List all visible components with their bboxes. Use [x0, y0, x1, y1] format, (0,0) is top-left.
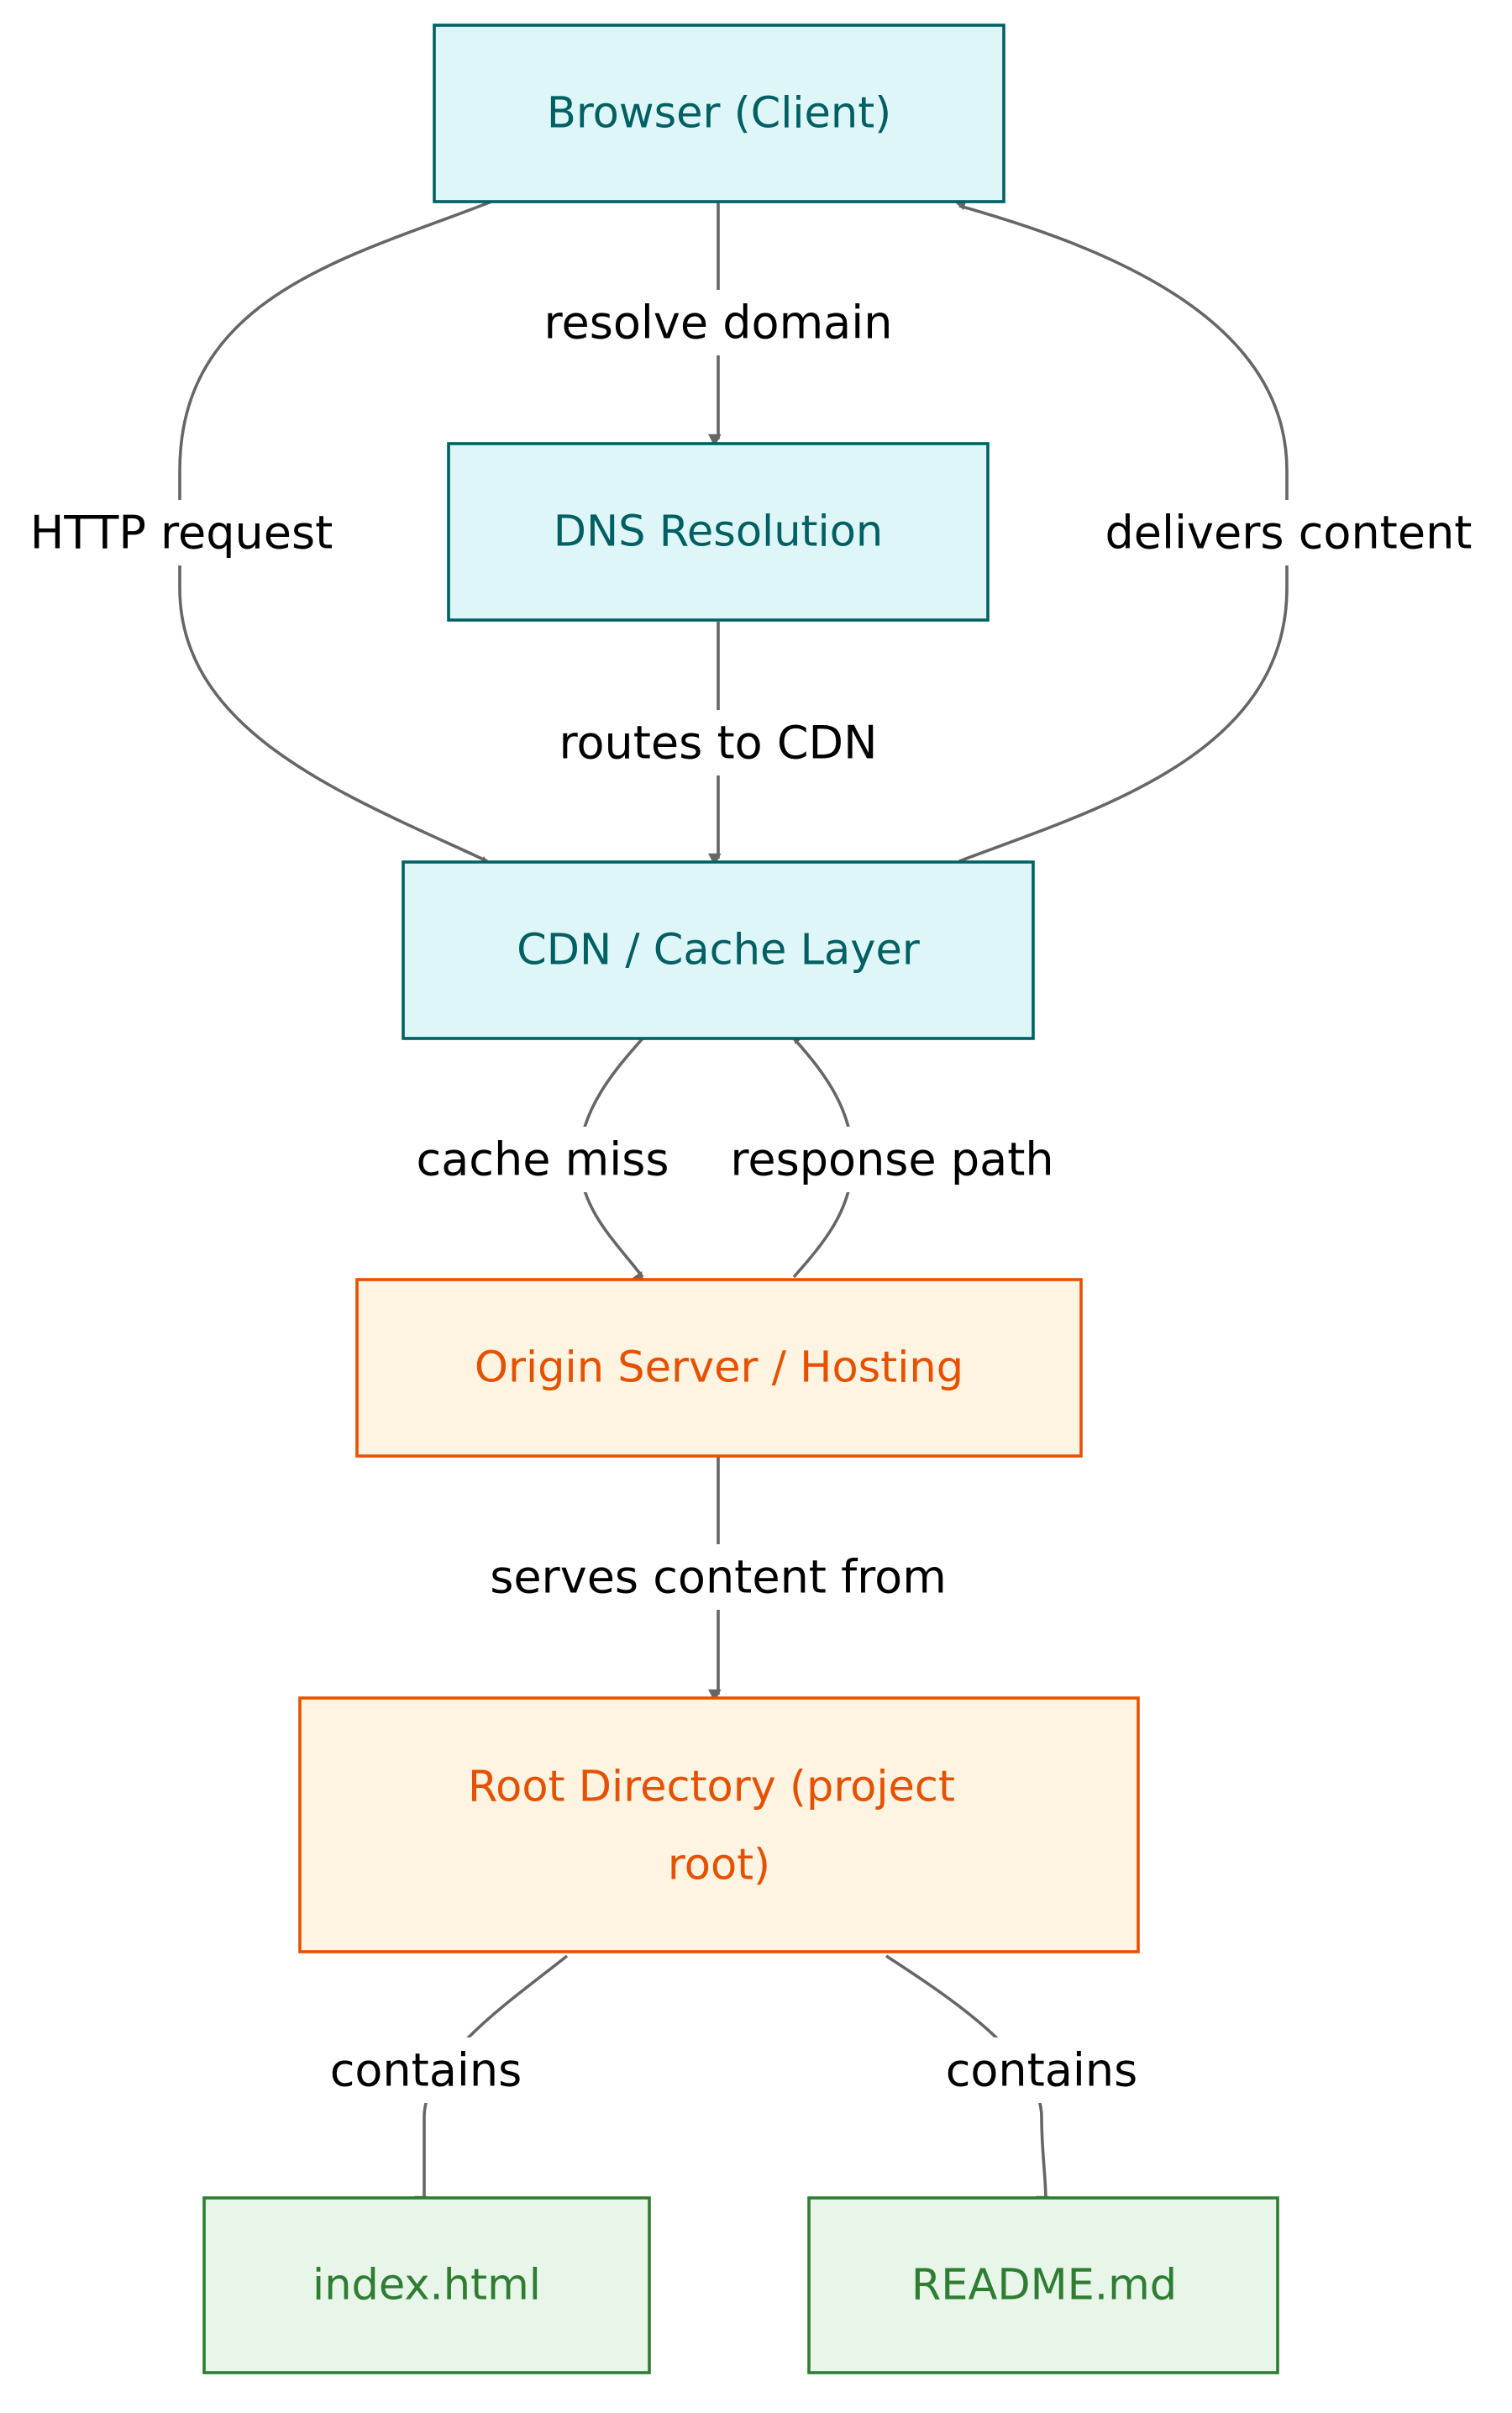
- node-readme-md[interactable]: README.md: [807, 2196, 1279, 2374]
- node-origin[interactable]: Origin Server / Hosting: [355, 1278, 1083, 1458]
- edge-label-response-path: response path: [727, 1127, 1054, 1192]
- node-index-html-box: [202, 2196, 651, 2374]
- node-cdn[interactable]: CDN / Cache Layer: [402, 860, 1035, 1040]
- edge-label-contains-readme-text: contains: [946, 2044, 1138, 2097]
- edge-labels: HTTP request resolve domain delivers con…: [18, 290, 1487, 2103]
- node-dns[interactable]: DNS Resolution: [447, 442, 990, 622]
- node-root-box: [298, 1696, 1140, 1953]
- node-origin-label: Origin Server / Hosting: [475, 1343, 963, 1393]
- edge-label-contains-readme: contains: [937, 2037, 1147, 2103]
- edge-label-serves-content-from-text: serves content from: [490, 1551, 947, 1604]
- node-index-html[interactable]: index.html: [202, 2196, 651, 2374]
- edge-http-request: [178, 200, 493, 869]
- edge-label-cache-miss: cache miss: [412, 1127, 672, 1192]
- edge-label-contains-index: contains: [323, 2037, 533, 2103]
- edge-label-contains-index-text: contains: [330, 2044, 522, 2097]
- node-browser-box: [433, 24, 1005, 203]
- nodes: Browser (Client) DNS Resolution CDN / Ca…: [202, 24, 1279, 2374]
- node-root-label-line1: Root Directory (project: [468, 1763, 955, 1812]
- node-browser-label: Browser (Client): [547, 89, 891, 139]
- edge-label-resolve-domain-text: resolve domain: [544, 297, 893, 350]
- node-index-html-label: index.html: [312, 2261, 541, 2310]
- node-readme-md-label: README.md: [911, 2261, 1177, 2310]
- node-origin-box: [355, 1278, 1083, 1458]
- edge-label-delivers-content: delivers content: [1092, 500, 1487, 565]
- edge-label-resolve-domain: resolve domain: [538, 290, 899, 355]
- node-dns-box: [447, 442, 990, 622]
- edge-label-response-path-text: response path: [730, 1133, 1053, 1186]
- node-cdn-label: CDN / Cache Layer: [517, 926, 920, 975]
- node-root[interactable]: Root Directory (project root): [298, 1696, 1140, 1953]
- edge-label-http-request-text: HTTP request: [30, 507, 333, 560]
- edge-label-http-request: HTTP request: [18, 500, 346, 565]
- edge-label-routes-to-cdn: routes to CDN: [554, 710, 882, 775]
- node-root-label-line2: root): [668, 1841, 770, 1890]
- edge-label-routes-to-cdn-text: routes to CDN: [559, 717, 877, 770]
- edge-label-cache-miss-text: cache miss: [417, 1133, 669, 1186]
- edge-label-serves-content-from: serves content from: [479, 1544, 958, 1610]
- node-browser[interactable]: Browser (Client): [433, 24, 1005, 203]
- node-dns-label: DNS Resolution: [554, 507, 884, 557]
- edge-label-delivers-content-text: delivers content: [1105, 507, 1473, 560]
- node-readme-md-box: [807, 2196, 1279, 2374]
- node-cdn-box: [402, 860, 1035, 1040]
